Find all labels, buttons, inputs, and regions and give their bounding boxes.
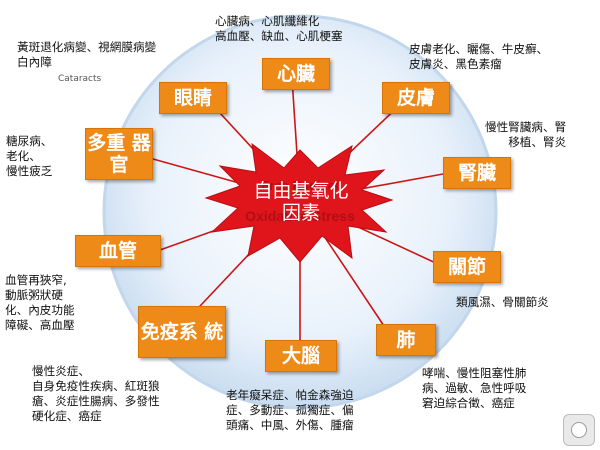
cataracts-label: Cataracts [58, 74, 102, 84]
note-immune: 慢性炎症、 自身免疫性疾病、紅斑狼 瘡、炎症性腸病、多發性 硬化症、癌症 [32, 364, 160, 423]
note-joint: 類風濕、骨關節炎 [456, 295, 549, 309]
note-eye: 黃斑退化病變、視網膜病變 白內障 [17, 40, 157, 69]
organ-heart: 心臟 [262, 58, 330, 90]
organ-joint: 關節 [433, 251, 501, 283]
note-skin: 皮膚老化、曬傷、牛皮癬、 皮膚炎、黑色素瘤 [409, 42, 549, 71]
organ-kidney: 腎臟 [443, 157, 511, 189]
burst-bg-text-1: Free Radical [261, 178, 338, 193]
note-brain: 老年癡呆症、帕金森強迫 症、多動症、孤獨症、偏 頭痛、中風、外傷、腫瘤 [226, 388, 354, 432]
overlay-circle-button[interactable] [563, 414, 595, 446]
organ-brain: 大腦 [265, 340, 337, 372]
note-lung: 哮喘、慢性阻塞性肺 病、過敏、急性呼吸 窘迫綜合徵、癌症 [422, 366, 527, 410]
burst-shape [204, 142, 394, 263]
note-multi: 糖尿病、 老化、 慢性疲乏 [6, 134, 53, 178]
organ-multi: 多重 器官 [85, 128, 153, 180]
note-heart: 心臟病、心肌纖維化 高血壓、缺血、心肌梗塞 [215, 14, 343, 43]
organ-skin: 皮膚 [382, 82, 450, 114]
note-vessel: 血管再狹窄, 動脈粥狀硬 化、內皮功能 障礙、高血壓 [5, 273, 75, 332]
organ-lung: 肺 [376, 324, 436, 356]
organ-immune: 免疫系 統 [138, 306, 226, 358]
circle-icon [571, 422, 587, 438]
center-label: 自由基氧化 因素 [253, 180, 349, 224]
burst-bg-text-2: Oxidative Stress [245, 208, 355, 224]
organ-vessel: 血管 [75, 235, 161, 267]
note-kidney: 慢性腎臟病、腎 移植、腎炎 [485, 120, 567, 149]
organ-eye: 眼睛 [159, 82, 227, 114]
